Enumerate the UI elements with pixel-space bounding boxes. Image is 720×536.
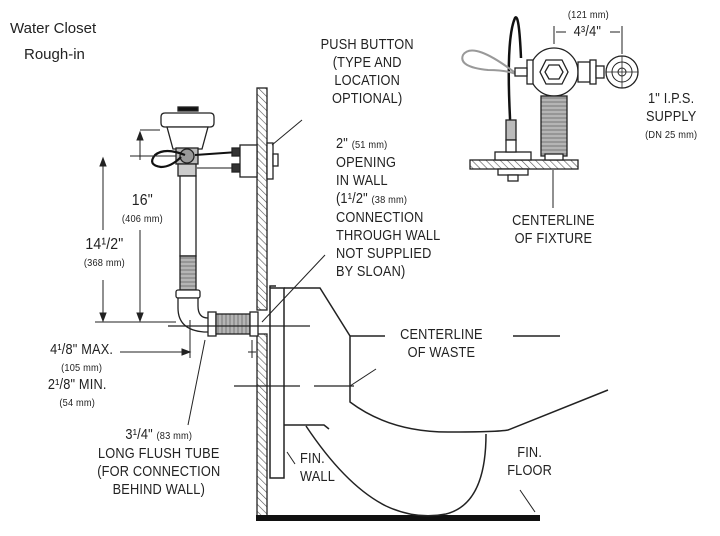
opening-line: OPENING xyxy=(336,155,397,171)
waste-centerline xyxy=(168,325,377,387)
flush-tube-line: BEHIND WALL) xyxy=(112,482,205,498)
dimension-14-value: 14¹/2" xyxy=(85,236,124,253)
finished-floor-line: FIN. xyxy=(517,445,543,461)
top-dimension-mm: (121 mm) xyxy=(567,9,609,21)
push-button-label-line: OPTIONAL) xyxy=(332,91,403,107)
centerline-of-fixture-label: CENTERLINE OF FIXTURE xyxy=(505,212,602,248)
height-dimensions xyxy=(95,129,176,323)
flush-tube-vertical xyxy=(175,175,259,337)
min-offset-mm: (54 mm) xyxy=(59,397,96,409)
flush-tube-dim-mm: (83 mm) xyxy=(156,430,193,442)
flush-tube-dim: 3¹/4" xyxy=(125,427,153,443)
opening-line: NOT SUPPLIED xyxy=(336,246,432,262)
dimension-14-label: 14¹/2" (368 mm) xyxy=(78,236,131,272)
finished-floor-line: FLOOR xyxy=(507,463,553,479)
opening-dim-mm: (51 mm) xyxy=(351,139,388,151)
connection-dim: (1¹/2" xyxy=(336,191,368,207)
connection-dim-mm: (38 mm) xyxy=(371,194,408,206)
finished-wall-line: FIN. xyxy=(300,451,325,467)
supply-line: SUPPLY xyxy=(645,109,697,125)
min-offset-value: 2¹/8" MIN. xyxy=(47,377,107,393)
dimension-16-value: 16" xyxy=(131,192,153,209)
opening-line: THROUGH WALL xyxy=(336,228,441,244)
centerline-fixture-line: OF FIXTURE xyxy=(514,231,593,247)
push-button-label-line: LOCATION xyxy=(334,73,401,89)
opening-dim: 2" xyxy=(336,136,348,152)
max-offset-mm: (105 mm) xyxy=(61,362,103,374)
push-button-label-line: PUSH BUTTON xyxy=(320,37,414,53)
supply-label: 1" I.P.S. SUPPLY (DN 25 mm) xyxy=(636,90,706,144)
flush-tube-line: LONG FLUSH TUBE xyxy=(98,446,220,462)
push-button-label: PUSH BUTTON (TYPE AND LOCATION OPTIONAL) xyxy=(310,36,424,108)
push-button-label-line: (TYPE AND xyxy=(332,55,402,71)
supply-line: (DN 25 mm) xyxy=(645,129,698,141)
supply-fixture xyxy=(461,16,639,208)
diagram-title-line2: Rough-in xyxy=(24,46,85,63)
finished-wall-label: FIN. WALL xyxy=(300,450,335,486)
dimension-16-mm: (406 mm) xyxy=(121,213,163,225)
finished-wall xyxy=(256,87,268,521)
toilet-bowl-outline xyxy=(269,285,609,517)
finished-floor-label: FIN. FLOOR xyxy=(505,444,554,480)
offset-dimensions xyxy=(120,320,256,426)
centerline-fixture-line: CENTERLINE xyxy=(512,213,595,229)
opening-line: IN WALL xyxy=(336,173,388,189)
dimension-16-label: 16" (406 mm) xyxy=(116,192,169,228)
centerline-waste-line: OF WASTE xyxy=(407,345,476,361)
diagram-title-line1: Water Closet xyxy=(10,20,97,37)
top-dimension-value: 4³/4" xyxy=(573,24,602,40)
finished-floor xyxy=(256,515,540,521)
dimension-14-mm: (368 mm) xyxy=(83,257,125,269)
flush-tube-label: 3¹/4" (83 mm) LONG FLUSH TUBE (FOR CONNE… xyxy=(84,426,234,499)
finished-wall-line: WALL xyxy=(300,469,335,485)
centerline-waste-line: CENTERLINE xyxy=(400,327,483,343)
centerline-of-waste-label: CENTERLINE OF WASTE xyxy=(393,326,490,362)
opening-line: CONNECTION xyxy=(336,210,424,226)
supply-line: 1" I.P.S. xyxy=(648,91,695,107)
max-offset-label: 4¹/8" MAX. (105 mm) xyxy=(42,341,121,377)
max-offset-value: 4¹/8" MAX. xyxy=(50,342,114,358)
push-button-leader xyxy=(271,119,303,146)
min-offset-label: 2¹/8" MIN. (54 mm) xyxy=(42,376,112,412)
flush-tube-line: (FOR CONNECTION xyxy=(97,464,221,480)
opening-line: BY SLOAN) xyxy=(336,264,406,280)
opening-in-wall-label: 2" (51 mm) OPENING IN WALL (1¹/2" (38 mm… xyxy=(336,135,440,281)
